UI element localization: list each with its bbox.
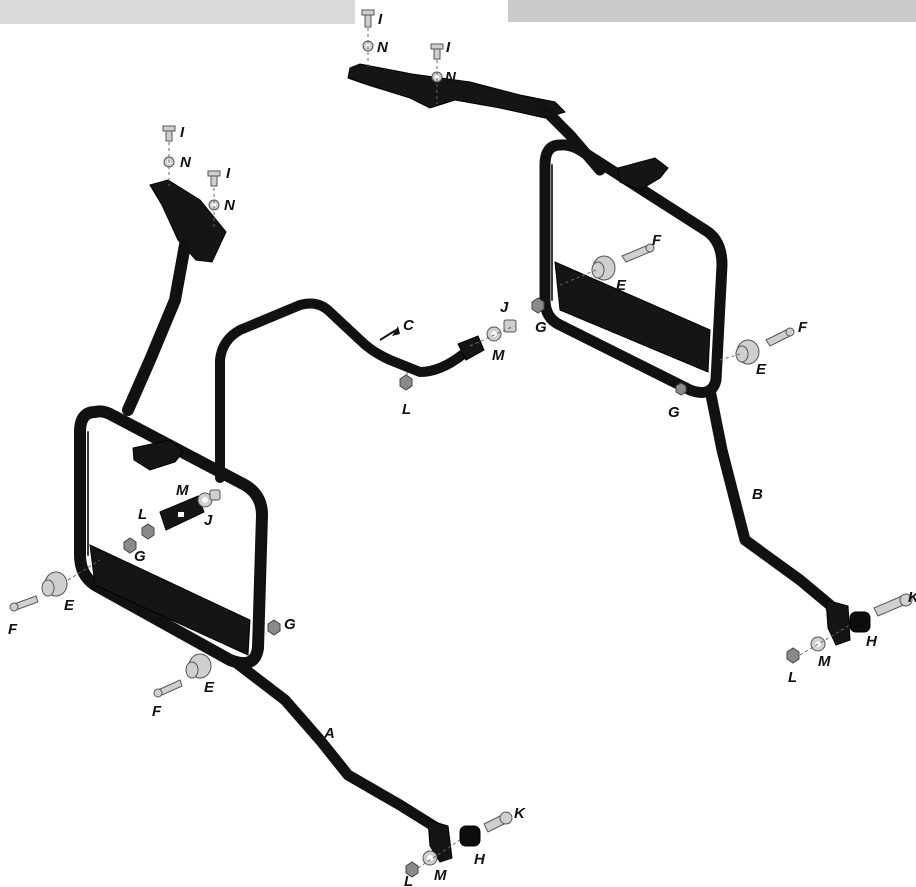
label-m: M: [434, 867, 447, 884]
label-l: L: [404, 873, 413, 887]
label-k: K: [908, 589, 916, 606]
label-e: E: [204, 679, 215, 696]
label-h: H: [474, 851, 486, 868]
cross-bar-c: [215, 298, 517, 483]
label-h: H: [866, 633, 878, 650]
label-m: M: [492, 347, 505, 364]
label-j: J: [500, 299, 509, 316]
bumper-h-right: [849, 611, 871, 633]
label-l: L: [402, 401, 411, 418]
label-e: E: [616, 277, 627, 294]
label-l: L: [788, 669, 797, 686]
label-a: A: [323, 725, 335, 742]
bumper-h-left: [459, 825, 481, 847]
label-m: M: [818, 653, 831, 670]
label-n: N: [180, 154, 192, 171]
label-f: F: [652, 232, 662, 249]
label-e: E: [756, 361, 767, 378]
label-n: N: [224, 197, 236, 214]
right-mount-plate: [347, 63, 566, 119]
label-c: C: [403, 317, 415, 334]
label-i: I: [226, 165, 231, 182]
label-l: L: [138, 506, 147, 523]
label-e: E: [64, 597, 75, 614]
label-i: I: [378, 11, 383, 28]
background-photo-strips: [0, 0, 916, 24]
label-f: F: [798, 319, 808, 336]
part-labels: I N I N I N I N C J M L F E G F E G B K …: [8, 11, 916, 887]
label-k: K: [514, 805, 526, 822]
label-j: J: [204, 512, 213, 529]
label-f: F: [152, 703, 162, 720]
label-g: G: [668, 404, 680, 421]
label-n: N: [445, 69, 457, 86]
label-i: I: [446, 39, 451, 56]
label-g: G: [535, 319, 547, 336]
left-inner-plate: [89, 544, 251, 656]
label-f: F: [8, 621, 18, 638]
label-m: M: [176, 482, 189, 499]
label-i: I: [180, 124, 185, 141]
label-g: G: [284, 616, 296, 633]
right-inner-plate: [554, 261, 711, 373]
left-mount-plate: [149, 179, 227, 263]
right-bracket-b: [347, 9, 913, 664]
left-bracket-a: [9, 125, 513, 878]
label-g: G: [134, 548, 146, 565]
label-n: N: [377, 39, 389, 56]
label-b: B: [752, 486, 763, 503]
